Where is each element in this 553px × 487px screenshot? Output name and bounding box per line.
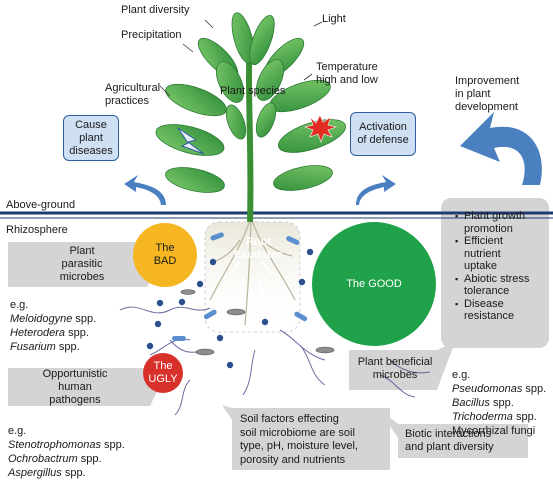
ugly-example-1: Stenotrophomonas spp. [8, 439, 125, 451]
label-light: Light [322, 13, 346, 25]
label-plant-diversity: Plant diversity [121, 4, 190, 16]
good-eg: e.g. [452, 369, 471, 381]
soil-factors-text: Soil factors effecting soil microbiome a… [240, 413, 358, 466]
label-agricultural: Agricultural practices [105, 82, 161, 107]
activation-defense-box: Activation of defense [350, 112, 416, 156]
up-arrows [124, 175, 396, 205]
soil-hyphae [119, 306, 431, 416]
ugly-example-2: Ochrobactrum spp. [8, 453, 102, 465]
good-example-1: Pseudomonas spp. [452, 383, 547, 395]
bad-example-2: Heterodera spp. [10, 327, 89, 339]
good-box-shape [349, 342, 455, 390]
bad-examples: e.g. Meloidogyne spp. Heterodera spp. Fu… [10, 298, 96, 354]
ugly-examples: e.g. Stenotrophomonas spp. Ochrobactrum … [8, 424, 125, 480]
ugly-circle: The UGLY [143, 353, 183, 393]
biotic-box-shape [378, 408, 528, 458]
label-above-ground: Above-ground [6, 199, 76, 211]
ugly-box-text: Opportunistic human pathogens [42, 368, 108, 406]
label-improvement: Improvement in plant development [455, 75, 520, 113]
factor-pointers [159, 19, 323, 97]
label-root-exudates: Root Exudates [234, 236, 283, 261]
spore-dots [146, 248, 314, 369]
lightning-icon [177, 127, 205, 155]
benefits-list: Plant growth promotion Efficient nutrien… [454, 210, 529, 323]
good-circle: The GOOD [312, 222, 436, 346]
bad-example-1: Meloidogyne spp. [10, 313, 97, 325]
bad-example-3: Fusarium spp. [10, 341, 80, 353]
ugly-eg: e.g. [8, 425, 27, 437]
biotic-text: Biotic interactions and plant diversity [405, 428, 494, 453]
label-plant-species: Plant species [220, 85, 286, 97]
good-box-text: Plant beneficial microbes [357, 356, 433, 381]
improvement-arrow [460, 112, 542, 185]
bad-eg: e.g. [10, 299, 29, 311]
plant-stem [246, 39, 254, 223]
benefit-item: Efficient nutrient uptake [455, 235, 529, 273]
root-zone [204, 221, 301, 333]
burst-icon [303, 114, 338, 143]
cause-diseases-box: Cause plant diseases [63, 115, 119, 161]
good-examples: e.g. Pseudomonas spp. Bacillus spp. Tric… [452, 368, 546, 438]
bad-box-text: Plant parasitic microbes [59, 245, 105, 283]
gray-cells [180, 289, 335, 356]
label-precipitation: Precipitation [121, 29, 182, 41]
ugly-example-3: Aspergillus spp. [8, 467, 86, 479]
bacteria-rods [172, 232, 308, 341]
roots [209, 219, 296, 326]
bad-circle: The BAD [133, 223, 197, 287]
label-rhizosphere: Rhizosphere [6, 224, 68, 236]
label-temperature: Temperature high and low [316, 61, 378, 86]
good-example-3: Trichoderma spp. [452, 411, 537, 423]
good-example-2: Bacillus spp. [452, 397, 514, 409]
soil-box-shape [222, 405, 390, 470]
benefit-item: Plant growth promotion [455, 210, 529, 235]
bad-box-shape [8, 242, 162, 287]
benefit-item: Disease resistance [455, 298, 529, 323]
exudate-arrows [229, 261, 273, 296]
ugly-box-shape [8, 368, 165, 406]
benefit-item: Abiotic stress tolerance [455, 273, 529, 298]
good-example-extra: Mycorrhizal fungi [452, 425, 536, 437]
